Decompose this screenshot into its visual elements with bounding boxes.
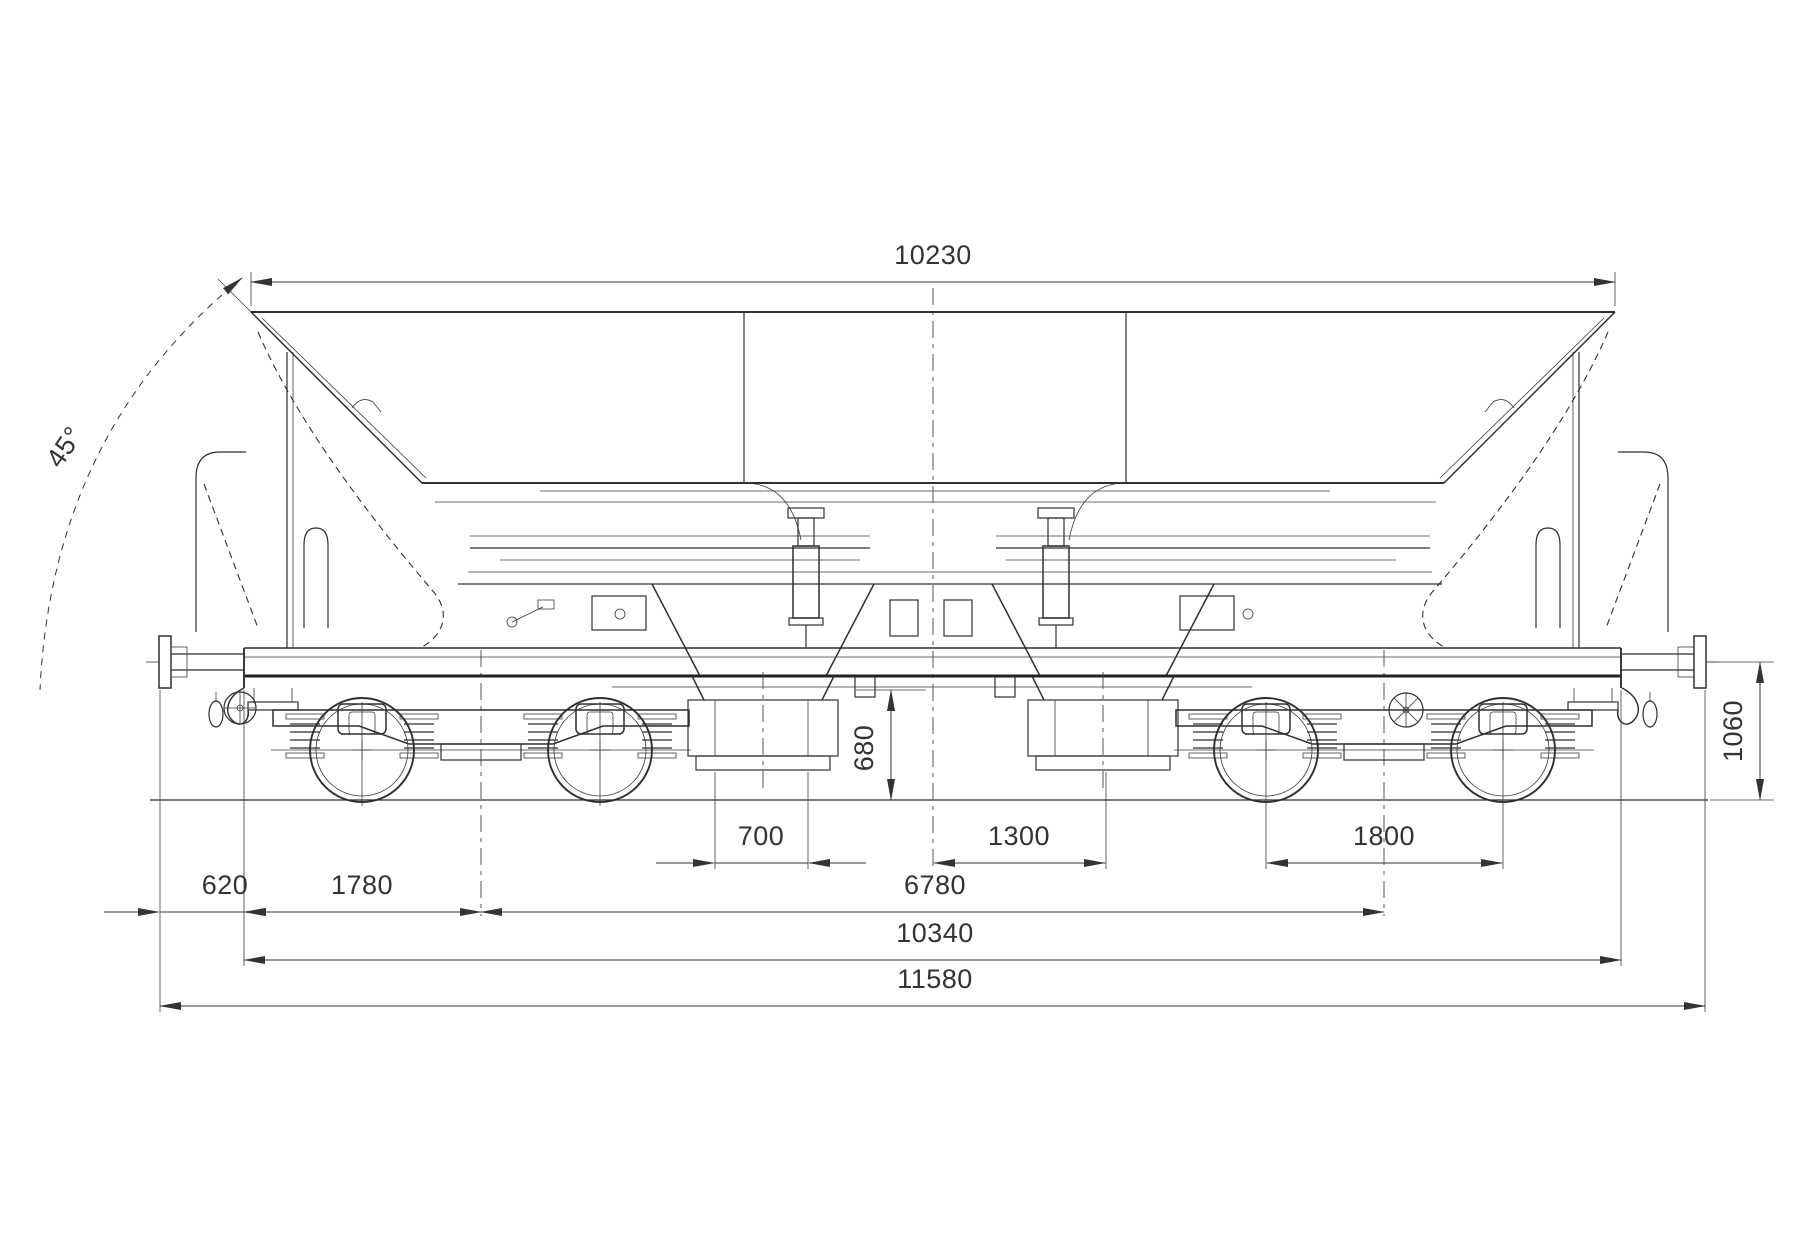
handbrake-wheel-left bbox=[223, 691, 257, 725]
dimension-outlet-width: 700 bbox=[656, 821, 866, 868]
dim-label-end-slope-angle: 45° bbox=[40, 421, 89, 473]
dimension-top-length: 10230 bbox=[250, 240, 1616, 287]
wheel bbox=[547, 697, 653, 806]
door-cylinder-right bbox=[1037, 507, 1075, 648]
hopper-body bbox=[250, 311, 1616, 649]
wheel bbox=[1450, 697, 1556, 806]
underframe bbox=[243, 647, 1622, 711]
footstep-right bbox=[1567, 688, 1619, 711]
dim-label-length-over-headstocks: 10340 bbox=[896, 918, 974, 948]
coil-springs bbox=[285, 713, 677, 759]
dim-label-buffer-height: 1060 bbox=[1718, 700, 1748, 762]
wheel bbox=[309, 697, 415, 806]
dimension-buffer-height: 1060 bbox=[1718, 661, 1765, 801]
dimension-length-over-buffers: 11580 bbox=[159, 964, 1706, 1011]
brake-crank bbox=[506, 599, 555, 628]
dim-label-outlet-offset: 1300 bbox=[988, 821, 1050, 851]
coupling-hook-left bbox=[208, 687, 250, 728]
coil-springs bbox=[1188, 713, 1580, 759]
dim-label-discharge-height: 680 bbox=[849, 725, 879, 772]
handrail-left bbox=[195, 451, 329, 632]
buffer-right bbox=[1621, 635, 1719, 689]
buffer-left bbox=[146, 635, 244, 689]
dimension-end-slope-angle: 45° bbox=[39, 277, 243, 691]
dim-label-buffer-overhang: 620 bbox=[202, 870, 249, 900]
wheel bbox=[1213, 697, 1319, 806]
dimension-discharge-height: 680 bbox=[849, 689, 896, 801]
discharge-door-gear bbox=[435, 501, 1442, 677]
bogie-right bbox=[1174, 697, 1594, 806]
dim-label-end-to-pivot: 1780 bbox=[331, 870, 393, 900]
discharge-chute-right bbox=[1027, 672, 1179, 792]
dim-label-pivot-spacing: 6780 bbox=[904, 870, 966, 900]
bogie-pivot-centerlines bbox=[480, 650, 1385, 916]
dimension-length-over-headstocks: 10340 bbox=[243, 918, 1622, 965]
handrail-right bbox=[1535, 451, 1669, 632]
dimension-end-to-pivot: 1780 bbox=[243, 870, 482, 917]
dim-label-length-over-buffers: 11580 bbox=[897, 964, 973, 994]
door-cylinder-left bbox=[787, 507, 825, 648]
dim-label-bogie-wheelbase: 1800 bbox=[1353, 821, 1415, 851]
dimension-pivot-spacing: 6780 bbox=[480, 870, 1385, 917]
dim-label-outlet-width: 700 bbox=[738, 821, 785, 851]
handbrake-wheel-right bbox=[1388, 692, 1424, 728]
dim-label-top-length: 10230 bbox=[894, 240, 972, 270]
discharge-chute-left bbox=[687, 672, 839, 792]
dimension-buffer-overhang: 620 bbox=[104, 870, 300, 917]
dimension-bogie-wheelbase: 1800 bbox=[1266, 821, 1503, 868]
coupling-hook-right bbox=[1616, 687, 1658, 728]
extension-lines bbox=[159, 272, 1774, 1012]
dimension-outlet-offset: 1300 bbox=[933, 821, 1106, 868]
bogie-left bbox=[271, 697, 691, 806]
